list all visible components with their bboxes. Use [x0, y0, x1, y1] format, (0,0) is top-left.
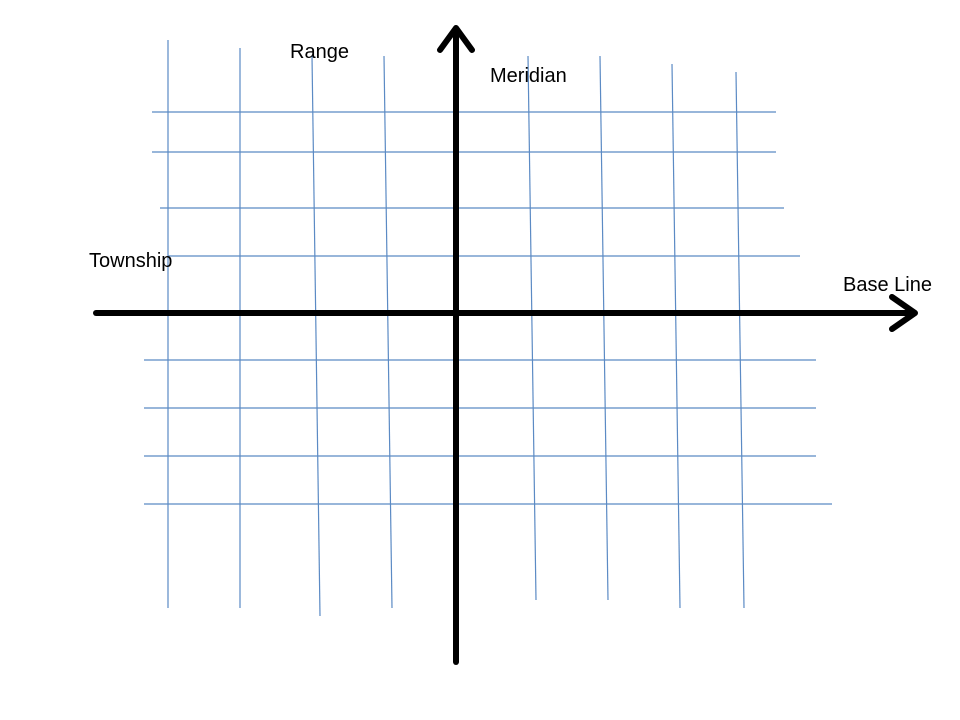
- range-label: Range: [290, 41, 349, 63]
- base-line-axis: [93, 294, 918, 332]
- range-lines: [167, 40, 745, 617]
- range-line: [527, 55, 537, 601]
- range-line: [735, 71, 745, 609]
- range-line: [671, 63, 681, 609]
- meridian-arrowhead: [437, 25, 475, 53]
- base-line-label: Base Line: [843, 274, 932, 296]
- township-label: Township: [89, 250, 173, 272]
- base-line-arrowhead: [889, 294, 918, 332]
- range-line: [383, 55, 393, 609]
- range-line: [599, 55, 609, 601]
- meridian-label: Meridian: [490, 65, 567, 87]
- township-lines: [144, 111, 832, 505]
- meridian-axis: [437, 25, 475, 665]
- range-line: [311, 55, 321, 617]
